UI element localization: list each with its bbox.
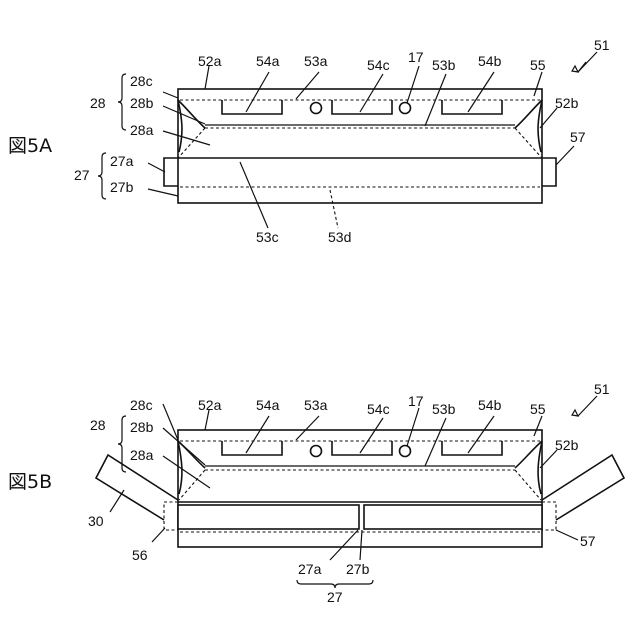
- member-28-body: [178, 89, 542, 203]
- label-53b-5b: 53b: [432, 401, 456, 417]
- label-27b: 27b: [110, 179, 134, 195]
- label-52a-5b: 52a: [198, 397, 222, 413]
- label-17: 17: [408, 49, 424, 65]
- label-27a: 27a: [110, 153, 134, 169]
- label-53b: 53b: [432, 57, 456, 73]
- label-27a-5b: 27a: [298, 561, 322, 577]
- label-27b-5b: 27b: [346, 561, 370, 577]
- arm-30-left: [96, 455, 178, 520]
- label-54b-5b: 54b: [478, 397, 502, 413]
- label-27: 27: [74, 167, 90, 183]
- figure-5b: 図5B: [8, 381, 624, 605]
- label-53c: 53c: [256, 229, 279, 245]
- label-30: 30: [88, 513, 104, 529]
- label-28-5b: 28: [90, 417, 106, 433]
- label-51: 51: [594, 37, 610, 53]
- tab-56-dash: [164, 502, 178, 530]
- label-53a: 53a: [304, 53, 328, 69]
- notch-54c: [332, 100, 392, 114]
- label-54a-5b: 54a: [256, 397, 280, 413]
- label-55-5b: 55: [530, 401, 546, 417]
- label-52b-5b: 52b: [555, 437, 579, 453]
- label-54c: 54c: [367, 57, 390, 73]
- brace-27-5b: [297, 580, 373, 588]
- brace-28-5b: [118, 416, 126, 472]
- label-53d: 53d: [328, 229, 351, 245]
- tab-57-dash: [542, 502, 556, 530]
- panel-27a: [178, 505, 359, 529]
- figure-5a-caption: 図5A: [8, 135, 52, 157]
- label-54c-5b: 54c: [367, 401, 390, 417]
- hole-17-right-5b: [400, 446, 411, 457]
- label-28c: 28c: [130, 73, 153, 89]
- diag-dash-right: [515, 128, 541, 157]
- label-28c-5b: 28c: [130, 397, 153, 413]
- label-55: 55: [530, 57, 546, 73]
- notch-54b: [442, 100, 502, 114]
- label-17-5b: 17: [408, 393, 424, 409]
- label-51-5b: 51: [594, 381, 610, 397]
- tab-left: [164, 158, 178, 186]
- hole-17-left-5b: [311, 446, 322, 457]
- label-54b: 54b: [478, 53, 502, 69]
- label-28a-5b: 28a: [130, 447, 154, 463]
- brace-28: [118, 74, 126, 130]
- notch-54c-5b: [332, 441, 392, 455]
- hole-17-left: [311, 103, 322, 114]
- brace-27: [98, 153, 106, 199]
- hole-17-right: [400, 103, 411, 114]
- label-52b: 52b: [555, 95, 579, 111]
- tab-57: [542, 158, 556, 186]
- label-56: 56: [132, 547, 148, 563]
- label-52a: 52a: [198, 53, 222, 69]
- label-28a: 28a: [130, 122, 154, 138]
- label-57: 57: [570, 129, 586, 145]
- figure-5b-caption: 図5B: [8, 471, 52, 493]
- label-28: 28: [90, 95, 106, 111]
- panel-27b: [364, 505, 542, 529]
- label-53a-5b: 53a: [304, 397, 328, 413]
- label-57-5b: 57: [580, 533, 596, 549]
- label-54a: 54a: [256, 53, 280, 69]
- figure-5a: 図5A: [8, 37, 610, 245]
- arm-30-right: [542, 455, 624, 520]
- label-28b-5b: 28b: [130, 419, 154, 435]
- label-27-5b: 27: [327, 589, 343, 605]
- label-28b: 28b: [130, 95, 154, 111]
